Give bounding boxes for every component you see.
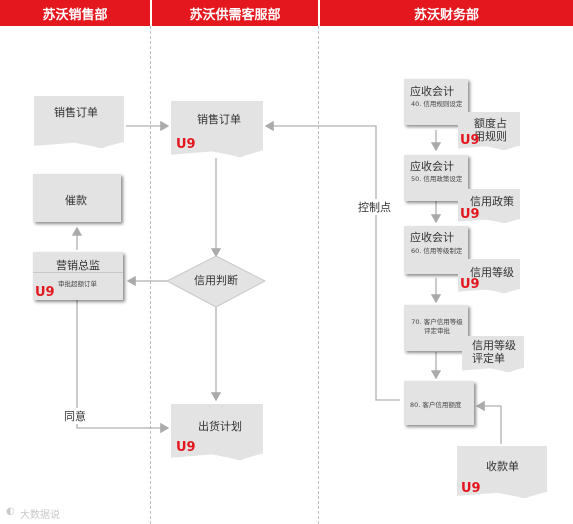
acc3-doc-label: 信用等级 bbox=[470, 266, 514, 279]
doc70 bbox=[462, 336, 524, 372]
acc2-box bbox=[404, 155, 468, 201]
decision-diamond bbox=[165, 255, 267, 308]
arrow-control-point bbox=[264, 120, 400, 401]
u9-tag: U9 bbox=[460, 133, 480, 148]
control-point-label: 控制点 bbox=[358, 199, 391, 215]
watermark-logo-icon: ◐ bbox=[6, 506, 15, 517]
acc3-sub: 60. 信用等级制定 bbox=[411, 247, 463, 255]
acc2-doc-label: 信用政策 bbox=[470, 195, 514, 208]
service-order-doc bbox=[171, 101, 263, 157]
urge-payment-box bbox=[33, 174, 121, 222]
agree-label: 同意 bbox=[64, 408, 86, 424]
shipment-plan-doc bbox=[171, 404, 263, 460]
header-finance-dept: 苏沃财务部 bbox=[320, 0, 573, 26]
watermark-text: 大数据说 bbox=[20, 510, 60, 521]
acc1-sub: 40. 信用规则设定 bbox=[411, 100, 463, 108]
acc1-box bbox=[404, 79, 468, 125]
u9-tag: U9 bbox=[461, 481, 481, 496]
step80-label: 80. 客户信用额度 bbox=[410, 401, 462, 409]
director-sub-label: 审批超额订单 bbox=[58, 280, 97, 288]
urge-payment-label: 催款 bbox=[65, 194, 87, 207]
decision-label: 信用判断 bbox=[194, 274, 238, 287]
acc1-doc bbox=[458, 112, 520, 150]
director-approval-box bbox=[33, 252, 123, 300]
acc1-title: 应收会计 bbox=[410, 85, 454, 98]
step70-label: 70. 客户信用等级评定审批 bbox=[411, 318, 463, 335]
arrow-agree bbox=[76, 300, 170, 434]
sales-order-doc bbox=[34, 96, 124, 148]
acc2-sub: 50. 信用政策设定 bbox=[411, 175, 463, 183]
u9-tag: U9 bbox=[176, 137, 196, 152]
doc70-label: 信用等级评定单 bbox=[472, 339, 516, 365]
shipment-plan-label: 出货计划 bbox=[198, 420, 242, 433]
acc3-box bbox=[404, 226, 468, 274]
service-order-label: 销售订单 bbox=[197, 113, 241, 126]
director-label: 营销总监 bbox=[56, 259, 100, 272]
u9-tag: U9 bbox=[35, 285, 55, 300]
u9-tag: U9 bbox=[460, 207, 480, 222]
step80-box bbox=[404, 381, 474, 425]
header-sales-dept: 苏沃销售部 bbox=[0, 0, 150, 26]
receipt-doc bbox=[457, 446, 547, 498]
lane-separator bbox=[150, 26, 151, 524]
receipt-label: 收款单 bbox=[486, 460, 519, 473]
acc2-title: 应收会计 bbox=[410, 160, 454, 173]
acc1-doc-label: 额度占用规则 bbox=[474, 117, 507, 143]
acc3-title: 应收会计 bbox=[410, 231, 454, 244]
lane-separator bbox=[318, 26, 319, 524]
step70-box bbox=[404, 305, 468, 351]
acc3-doc bbox=[458, 259, 520, 293]
director-divider bbox=[33, 272, 123, 273]
sales-order-label: 销售订单 bbox=[54, 106, 98, 119]
u9-tag: U9 bbox=[460, 277, 480, 292]
arrow-receipt bbox=[475, 400, 502, 444]
u9-tag: U9 bbox=[176, 440, 196, 455]
acc2-doc bbox=[458, 189, 520, 223]
header-service-dept: 苏沃供需客服部 bbox=[152, 0, 318, 26]
